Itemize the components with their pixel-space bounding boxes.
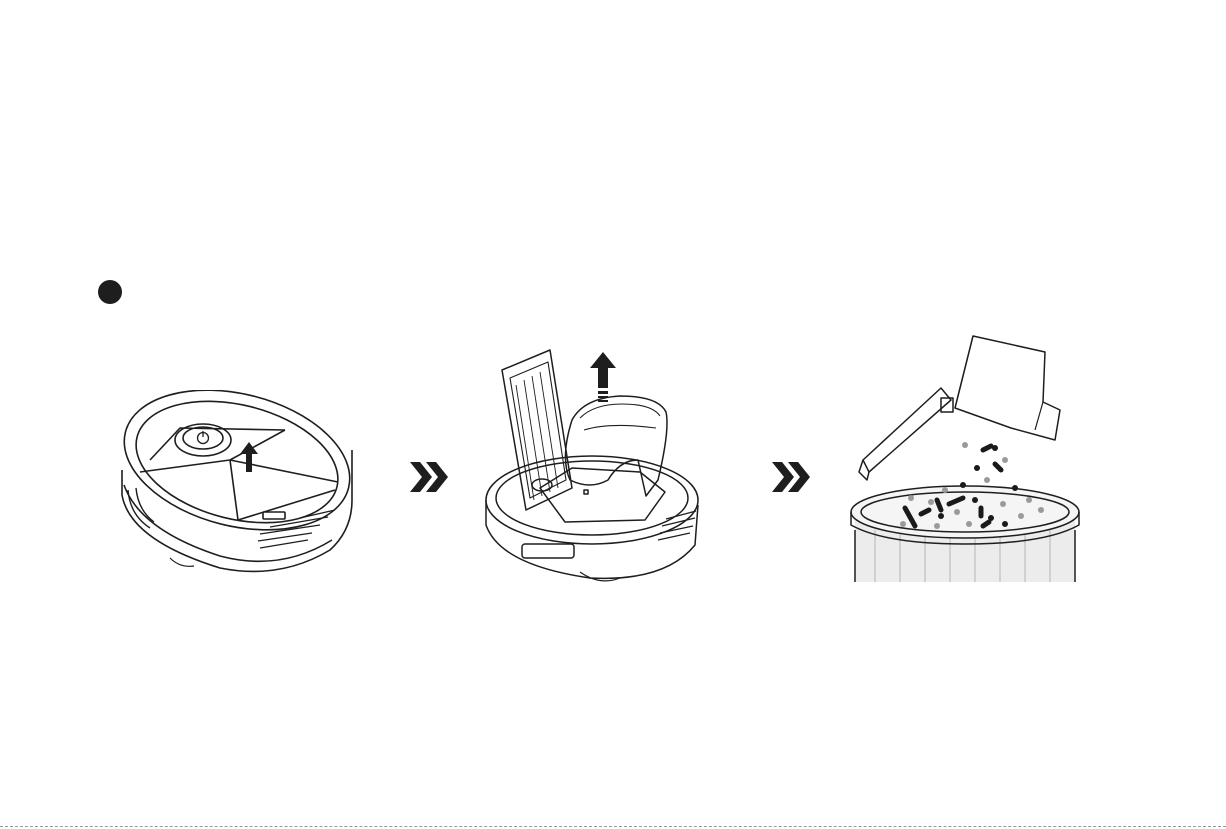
robot-vacuum-top-view bbox=[110, 390, 360, 580]
double-chevron-icon bbox=[408, 462, 450, 492]
dust-bin-removal-view bbox=[480, 340, 705, 585]
trash-bin-icon bbox=[851, 486, 1079, 582]
page-edge-dashed-line bbox=[0, 826, 1226, 827]
up-arrow-icon bbox=[590, 352, 616, 404]
empty-into-trash-view bbox=[845, 330, 1095, 582]
up-arrow-icon bbox=[240, 442, 258, 472]
double-chevron-icon bbox=[770, 462, 812, 492]
step-bullet-icon bbox=[98, 280, 122, 304]
power-icon bbox=[198, 431, 209, 444]
